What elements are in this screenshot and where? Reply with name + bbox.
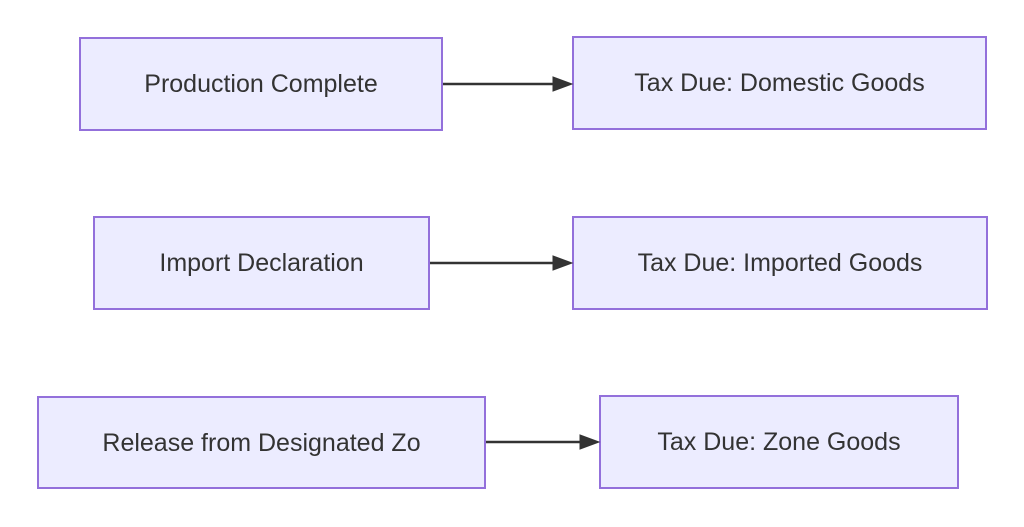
arrow-import-to-imported — [430, 255, 574, 271]
node-import-declaration: Import Declaration — [93, 216, 430, 310]
node-tax-due-zone-goods: Tax Due: Zone Goods — [599, 395, 959, 489]
node-tax-due-imported-goods: Tax Due: Imported Goods — [572, 216, 988, 310]
node-tax-due-domestic-goods: Tax Due: Domestic Goods — [572, 36, 987, 130]
arrow-release-to-zone — [486, 434, 601, 450]
node-release-from-designated-zone: Release from Designated Zo — [37, 396, 486, 489]
node-production-complete: Production Complete — [79, 37, 443, 131]
arrow-production-to-domestic — [443, 76, 574, 92]
